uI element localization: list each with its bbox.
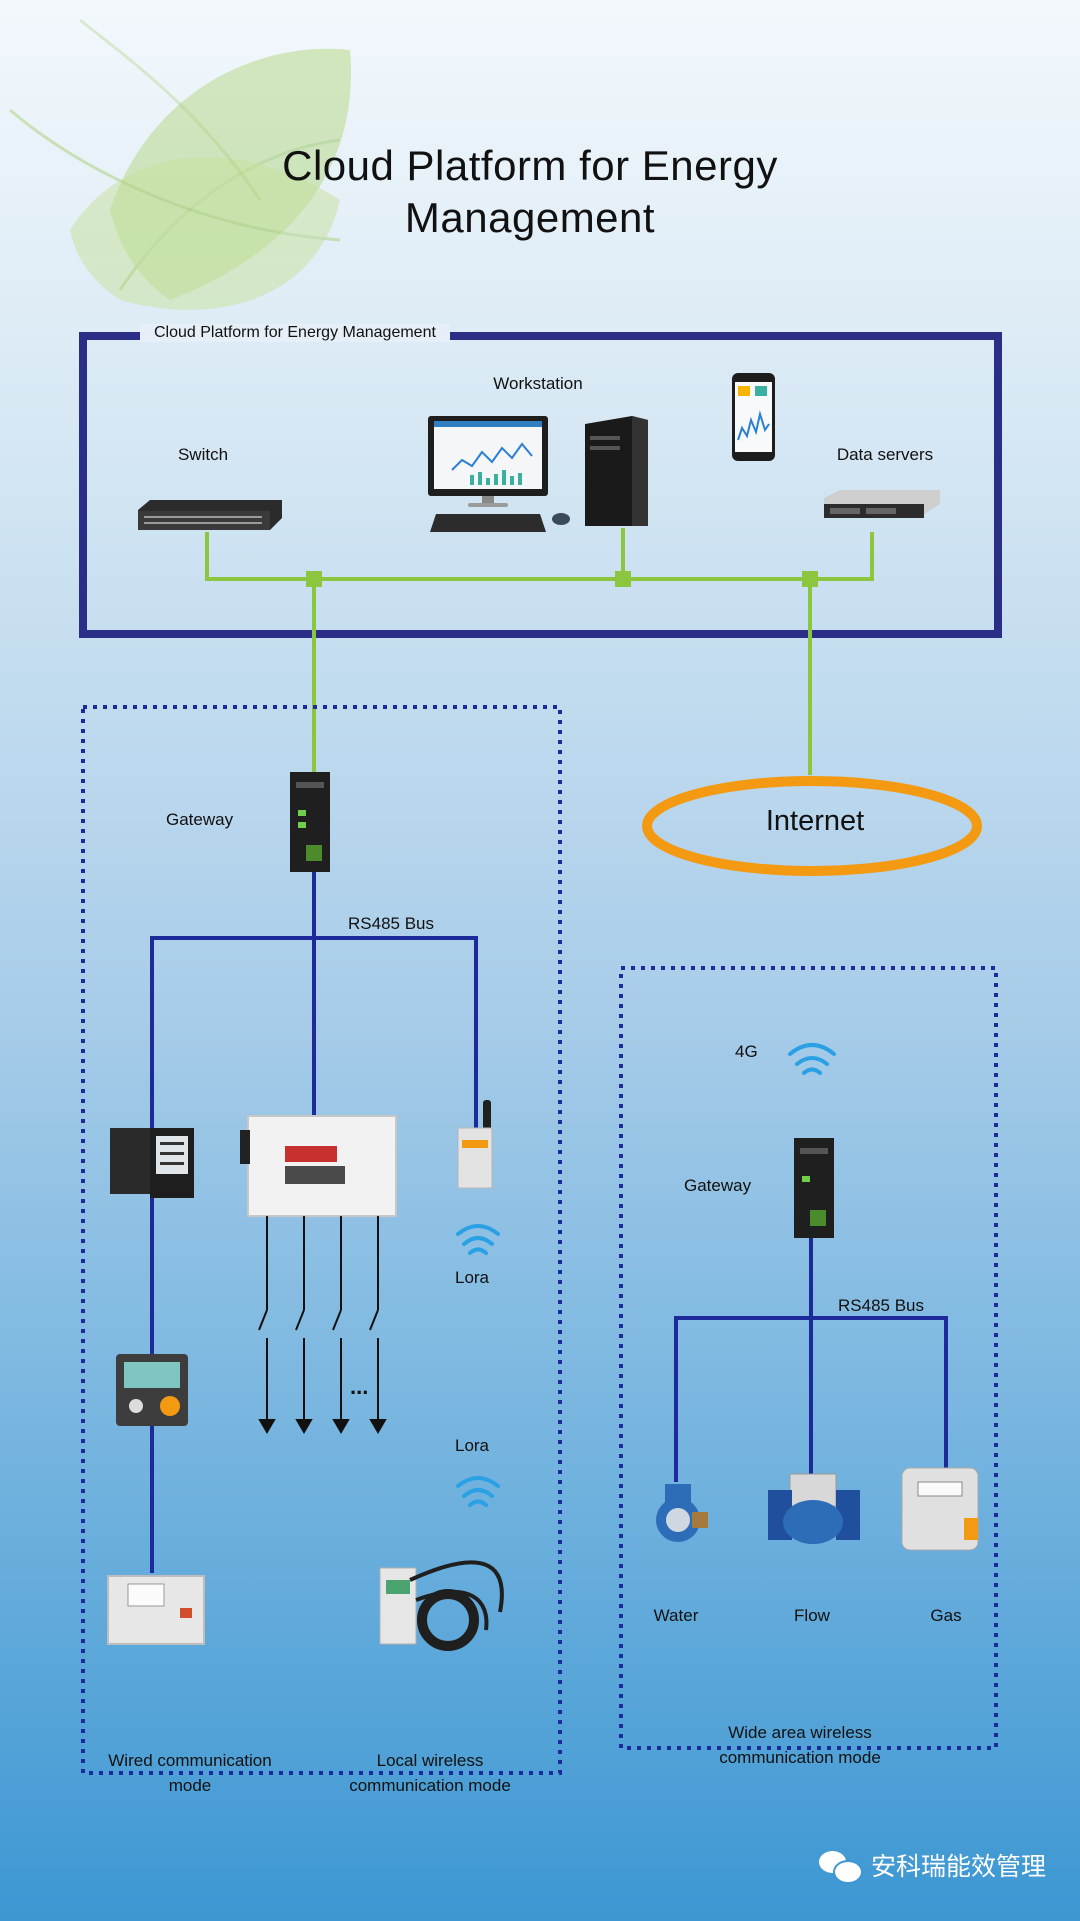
meter-icon bbox=[379, 1560, 504, 1651]
meter-icon bbox=[110, 1128, 194, 1198]
switch-label: Switch bbox=[177, 445, 229, 464]
server-icon bbox=[824, 490, 940, 518]
more-circuits-ellipsis: ... bbox=[350, 1374, 369, 1399]
gateway-icon bbox=[290, 772, 330, 872]
meter-icon bbox=[107, 1575, 205, 1645]
rs485-bus-right bbox=[674, 1238, 948, 1482]
page-title: Cloud Platform for Energy Management bbox=[282, 142, 778, 241]
4g-label: 4G bbox=[735, 1042, 758, 1061]
meter-icon bbox=[116, 1354, 188, 1426]
wifi-icon bbox=[788, 1043, 836, 1075]
gateway-label-right: Gateway bbox=[684, 1176, 752, 1195]
internet-ring bbox=[642, 776, 982, 876]
local-wireless-mode-label: Local wireless communication mode bbox=[349, 1751, 511, 1795]
meter-icon bbox=[768, 1473, 860, 1544]
cloud-platform-frame bbox=[79, 332, 1002, 638]
wide-area-mode-label: Wide area wireless communication mode bbox=[719, 1723, 881, 1767]
meter-icon bbox=[240, 1115, 397, 1217]
water-label: Water bbox=[653, 1606, 699, 1625]
lora-label-2: Lora bbox=[454, 1436, 490, 1455]
watermark: 安科瑞能效管理 bbox=[818, 1847, 1046, 1884]
wechat-icon bbox=[818, 1849, 863, 1884]
rs485-bus-left bbox=[150, 872, 478, 1573]
gas-label: Gas bbox=[930, 1606, 962, 1625]
leaf-icon bbox=[9, 108, 341, 310]
link-junctions bbox=[306, 571, 818, 587]
pc-icon bbox=[428, 416, 648, 532]
cloud-frame-label: Cloud Platform for Energy Management bbox=[140, 324, 450, 342]
gateway-label: Gateway bbox=[166, 810, 234, 829]
leaf-icon bbox=[79, 18, 262, 201]
network-links bbox=[205, 528, 874, 780]
gateway-icon bbox=[794, 1138, 834, 1238]
wired-wireless-section bbox=[81, 705, 562, 1775]
meter-icon bbox=[656, 1484, 708, 1542]
phone-icon bbox=[732, 373, 775, 461]
wifi-icon bbox=[456, 1476, 500, 1507]
meter-icon bbox=[901, 1467, 979, 1551]
data-servers-label: Data servers bbox=[836, 445, 934, 464]
internet-label: Internet bbox=[765, 805, 865, 837]
branch-circuits bbox=[258, 1216, 387, 1434]
workstation-label: Workstation bbox=[493, 374, 583, 393]
switch-icon bbox=[138, 500, 282, 530]
meter-icon bbox=[457, 1100, 493, 1189]
wired-mode-label: Wired communication mode bbox=[108, 1751, 272, 1795]
lora-label: Lora bbox=[454, 1268, 490, 1287]
watermark-text: 安科瑞能效管理 bbox=[870, 1853, 1046, 1881]
flow-label: Flow bbox=[794, 1606, 830, 1625]
wifi-icon bbox=[456, 1224, 500, 1255]
rs485-bus-label-right: RS485 Bus bbox=[838, 1296, 924, 1315]
rs485-bus-label: RS485 Bus bbox=[348, 914, 434, 933]
wide-area-section bbox=[619, 966, 998, 1750]
